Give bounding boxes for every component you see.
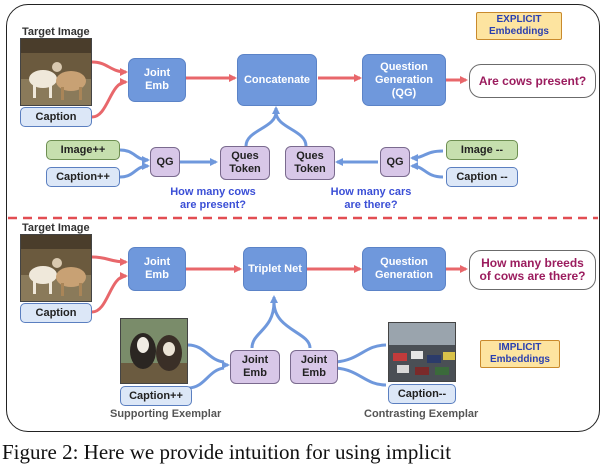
ques-token-left-node: Ques Token — [220, 146, 270, 180]
question-left-text: How many cows are present? — [170, 186, 256, 211]
arrow-image-to-joint — [91, 60, 128, 76]
joint-emb-right-node: Joint Emb — [290, 350, 338, 384]
cow-photo-icon-2 — [21, 235, 91, 301]
cars-photo-icon — [389, 323, 455, 381]
question-right-text: How many cars are there? — [330, 186, 412, 211]
answer-box: Are cows present? — [469, 64, 596, 98]
target-image-photo-2 — [20, 234, 92, 302]
triplet-net-node: Triplet Net — [243, 247, 307, 291]
figure-caption: Figure 2: Here we provide intuition for … — [2, 440, 452, 464]
target-image-label: Target Image — [22, 26, 90, 38]
contrasting-exemplar-photo — [388, 322, 456, 382]
joint-emb-node: Joint Emb — [128, 58, 186, 102]
supporting-exemplar-photo — [120, 318, 188, 384]
question-generation-node: Question Generation (QG) — [362, 54, 446, 106]
arrow-imagemm-to-qg — [410, 149, 444, 162]
concatenate-node: Concatenate — [237, 54, 317, 106]
joint-emb-left-node: Joint Emb — [230, 350, 280, 384]
connector-layer — [8, 60, 598, 390]
target-image-label-2: Target Image — [22, 222, 90, 234]
contrasting-exemplar-label: Contrasting Exemplar — [364, 408, 479, 420]
qg-right-node: QG — [380, 147, 410, 177]
image-minus-box: Image -- — [446, 140, 518, 160]
arrow-contrast-to-joint — [335, 343, 387, 387]
caption-box: Caption — [20, 107, 92, 127]
caption-box-2: Caption — [20, 303, 92, 323]
ques-token-right-node: Ques Token — [285, 146, 335, 180]
arrow-caption-to-joint — [91, 78, 128, 119]
arrow-support-to-joint — [187, 343, 225, 390]
caption-plus-box: Caption++ — [46, 167, 120, 187]
implicit-embeddings-tag: IMPLICIT Embeddings — [480, 340, 560, 368]
qg-left-node: QG — [150, 147, 180, 177]
explicit-embeddings-tag: EXPLICIT Embeddings — [476, 12, 562, 40]
cow-photo-icon — [21, 39, 91, 105]
arrow-captionpp-to-qg — [119, 162, 150, 179]
arrow-joints-to-triplet — [250, 301, 312, 349]
caption-minus-box: Caption -- — [446, 167, 518, 187]
cows-photo-icon — [121, 319, 187, 383]
question-generation-node-2: Question Generation — [362, 247, 446, 291]
answer-box-2: How many breeds of cows are there? — [469, 250, 596, 290]
arrow-tokens-to-concat — [244, 111, 308, 147]
caption-plus-box-2: Caption++ — [120, 386, 192, 406]
caption-minus-box-2: Caption-- — [388, 384, 456, 404]
arrow-captionmm-to-qg — [410, 162, 444, 179]
supporting-exemplar-label: Supporting Exemplar — [110, 408, 222, 420]
target-image-photo — [20, 38, 92, 106]
image-plus-box: Image++ — [46, 140, 120, 160]
arrow-image-to-joint-2 — [91, 255, 128, 266]
arrow-caption-to-joint-2 — [91, 272, 128, 314]
figure-frame — [6, 4, 600, 432]
arrow-imagepp-to-qg — [119, 148, 150, 164]
joint-emb-node-2: Joint Emb — [128, 247, 186, 291]
